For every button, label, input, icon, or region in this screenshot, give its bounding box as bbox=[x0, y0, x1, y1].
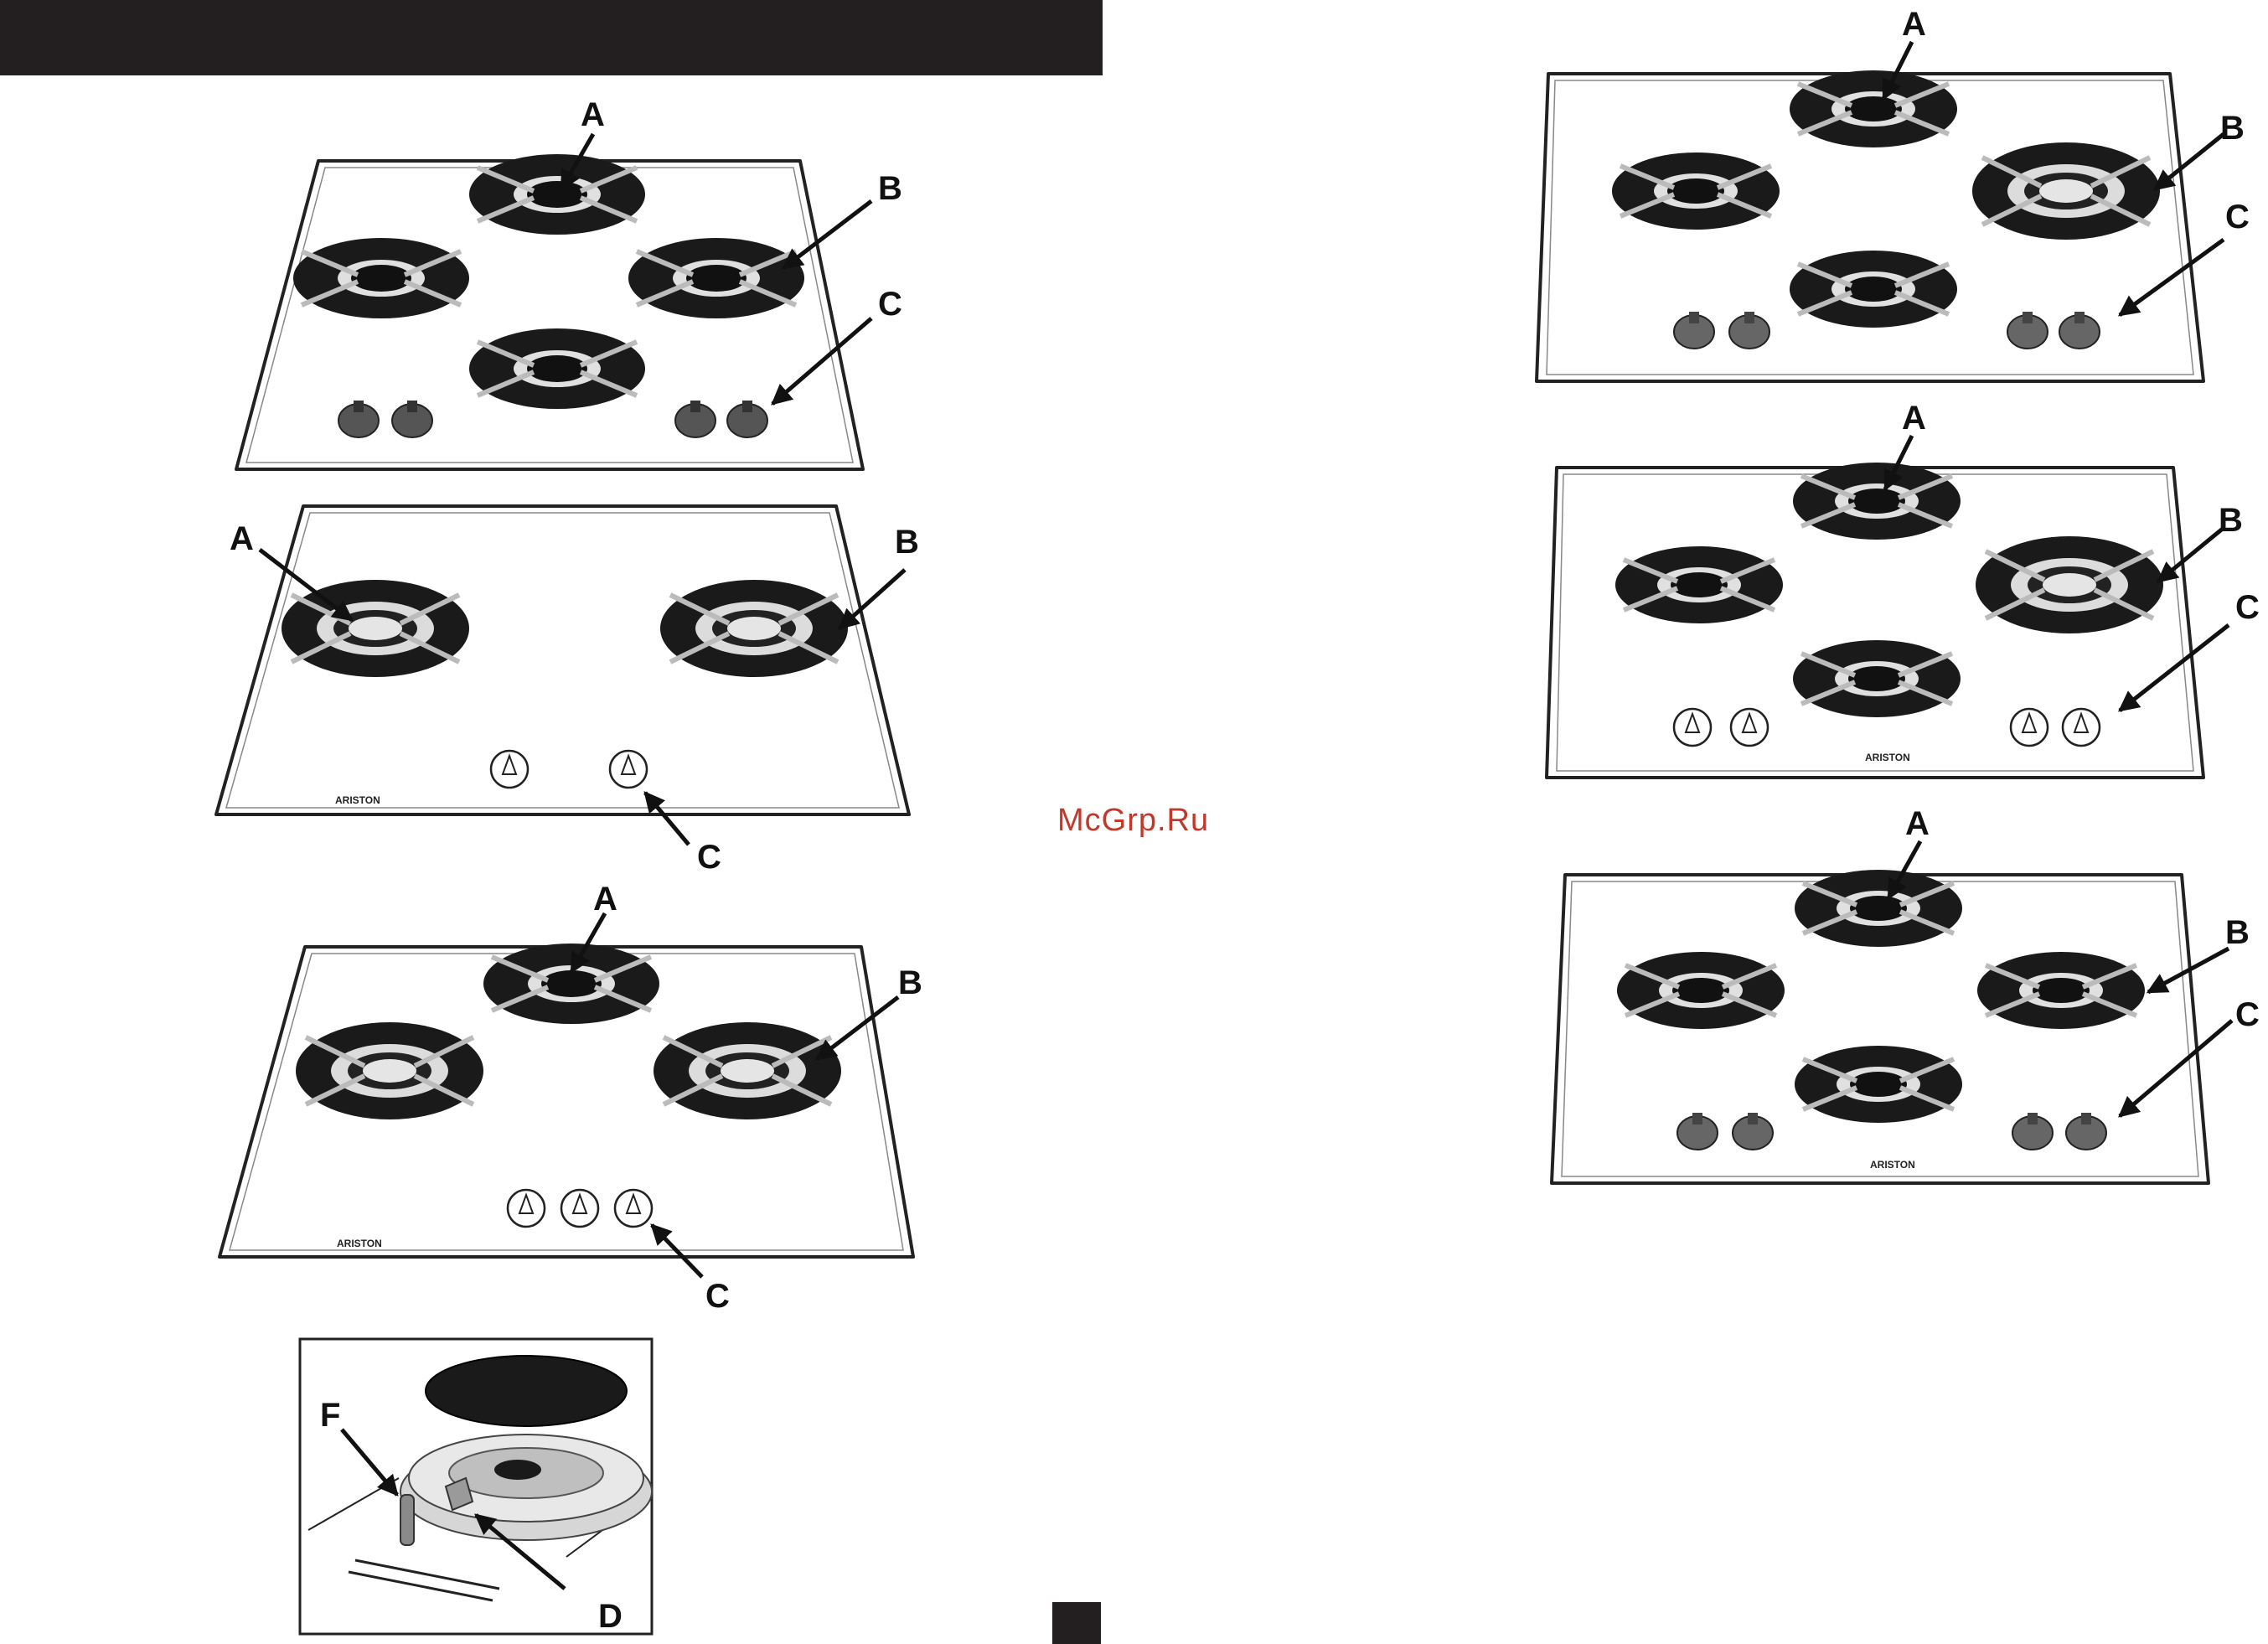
control-knob bbox=[2063, 709, 2100, 746]
label-a: A bbox=[1902, 400, 1926, 437]
hob-figure-7: ARISTON A B C bbox=[1533, 804, 2268, 1190]
control-knob bbox=[561, 1190, 598, 1227]
burner-base bbox=[400, 1435, 652, 1540]
hob-figure-6: ARISTON A B C bbox=[1533, 402, 2268, 788]
page-number-tab bbox=[1052, 1602, 1101, 1644]
burner bbox=[1617, 952, 1785, 1029]
burner bbox=[1793, 640, 1961, 717]
burner-cap bbox=[426, 1356, 627, 1426]
hob-figure-5: A B C bbox=[1533, 0, 2268, 394]
label-b: B bbox=[2219, 502, 2243, 539]
label-b: B bbox=[878, 170, 902, 207]
label-a: A bbox=[593, 881, 617, 918]
label-b: B bbox=[2220, 110, 2245, 147]
control-knob bbox=[610, 751, 647, 788]
label-a: A bbox=[1905, 805, 1930, 842]
burner bbox=[1793, 463, 1961, 540]
burner bbox=[469, 328, 645, 409]
label-b: B bbox=[2225, 914, 2250, 951]
label-b: B bbox=[895, 524, 919, 561]
wok-burner bbox=[296, 1022, 483, 1119]
label-c: C bbox=[705, 1278, 730, 1315]
label-b: B bbox=[898, 964, 922, 1001]
control-knob bbox=[491, 751, 528, 788]
control-knob bbox=[615, 1190, 652, 1227]
label-c: C bbox=[2235, 996, 2260, 1033]
wok-burner bbox=[282, 580, 469, 677]
hob-figure-2: ARISTON A B C bbox=[209, 503, 947, 880]
brand-logo: ARISTON bbox=[335, 794, 380, 806]
burner bbox=[1612, 153, 1780, 230]
burner bbox=[483, 943, 659, 1024]
label-d: D bbox=[598, 1598, 623, 1635]
burner-detail-figure: F D bbox=[298, 1337, 654, 1636]
burner bbox=[1977, 952, 2145, 1029]
burner bbox=[293, 238, 469, 318]
wok-burner bbox=[1976, 536, 2163, 633]
burner bbox=[469, 154, 645, 235]
label-c: C bbox=[697, 839, 721, 876]
brand-logo: ARISTON bbox=[337, 1238, 382, 1249]
wok-burner bbox=[654, 1022, 841, 1119]
control-knob bbox=[1674, 709, 1711, 746]
burner bbox=[1615, 546, 1783, 623]
header-bar bbox=[0, 0, 1103, 75]
watermark: McGrp.Ru bbox=[1057, 803, 1209, 839]
control-knob bbox=[1731, 709, 1768, 746]
burner bbox=[628, 238, 804, 318]
hob-figure-1: A B C bbox=[226, 92, 964, 486]
burner bbox=[1790, 70, 1957, 147]
label-c: C bbox=[2225, 199, 2250, 235]
control-knob bbox=[508, 1190, 545, 1227]
label-f: F bbox=[320, 1397, 340, 1434]
label-a: A bbox=[1902, 6, 1926, 43]
brand-logo: ARISTON bbox=[1865, 752, 1910, 763]
brand-logo: ARISTON bbox=[1870, 1159, 1915, 1171]
burner bbox=[1795, 1046, 1962, 1123]
label-c: C bbox=[878, 286, 902, 323]
control-knob bbox=[2011, 709, 2048, 746]
label-c: C bbox=[2235, 589, 2260, 626]
hob-figure-3: ARISTON A B C bbox=[209, 880, 947, 1324]
label-a: A bbox=[581, 96, 605, 133]
label-a: A bbox=[230, 520, 254, 557]
wok-burner bbox=[1972, 142, 2160, 240]
burner bbox=[1790, 251, 1957, 328]
wok-burner bbox=[660, 580, 848, 677]
ignition-plug bbox=[400, 1495, 414, 1545]
burner bbox=[1795, 870, 1962, 947]
